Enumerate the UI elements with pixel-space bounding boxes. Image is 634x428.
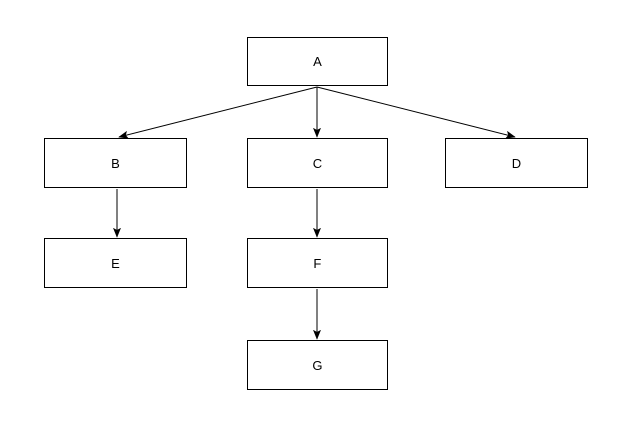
node-c-label: C [312, 155, 323, 171]
node-a[interactable]: A [247, 37, 388, 86]
node-d[interactable]: D [445, 138, 588, 188]
node-c[interactable]: C [247, 138, 388, 188]
node-g[interactable]: G [247, 340, 388, 390]
node-a-label: A [313, 54, 322, 69]
edges-group [113, 86, 516, 340]
node-d-label: D [511, 155, 522, 171]
node-e-label: E [111, 255, 120, 271]
node-g-label: G [312, 357, 323, 373]
node-b-label: B [111, 155, 120, 171]
node-f-label: F [313, 255, 322, 271]
node-f[interactable]: F [247, 238, 388, 288]
node-e[interactable]: E [44, 238, 187, 288]
edge-a-d [316, 86, 516, 139]
edge-a-b [118, 86, 318, 139]
node-b[interactable]: B [44, 138, 187, 188]
